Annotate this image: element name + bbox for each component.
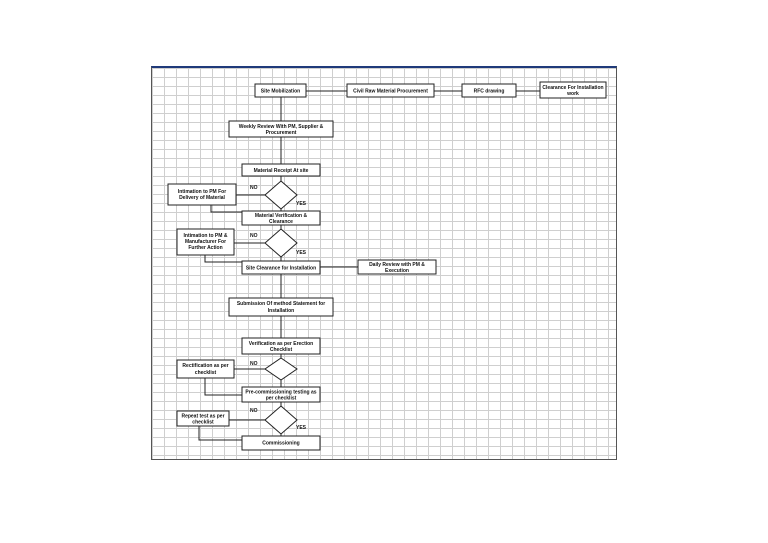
- node-method-statement: Submission Of method Statement for Insta…: [228, 297, 334, 317]
- label-yes-1: YES: [296, 201, 307, 207]
- svg-text:RFC drawing: RFC drawing: [474, 89, 505, 95]
- node-weekly-review: Weekly Review With PM, Supplier & Procur…: [228, 120, 334, 138]
- svg-text:Submission Of method Statement: Submission Of method Statement for: [237, 301, 325, 307]
- label-yes-2: YES: [296, 250, 307, 256]
- node-clearance-installation: Clearance For Installation work: [539, 81, 607, 99]
- svg-text:work: work: [566, 91, 579, 97]
- svg-text:Intimation to PM &: Intimation to PM &: [184, 233, 228, 239]
- node-site-mobilization: Site Mobilization: [254, 83, 307, 98]
- svg-text:checklist: checklist: [192, 420, 214, 426]
- node-commissioning: Commissioning: [241, 435, 321, 451]
- node-rectification: Rectification as per checklist: [176, 359, 235, 379]
- edge-rectify-back: [204, 378, 242, 396]
- svg-text:checklist: checklist: [195, 370, 217, 376]
- svg-text:Commissioning: Commissioning: [262, 441, 300, 447]
- svg-text:Civil Raw Material Procurement: Civil Raw Material Procurement: [353, 89, 428, 95]
- node-verification-erection: Verification as per Erection Checklist: [241, 337, 321, 355]
- svg-text:Clearance: Clearance: [269, 219, 293, 225]
- svg-text:Intimation to PM For: Intimation to PM For: [178, 189, 226, 195]
- node-material-receipt: Material Receipt At site: [241, 163, 321, 177]
- decision-diamond-4: [264, 405, 298, 435]
- node-intimation-pm-manufacturer: Intimation to PM & Manufacturer For Furt…: [176, 228, 235, 256]
- label-no-2: NO: [250, 233, 258, 239]
- svg-text:Delivery of Material: Delivery of Material: [179, 195, 225, 201]
- label-no-4: NO: [250, 408, 258, 414]
- node-rfc-drawing: RFC drawing: [461, 83, 517, 98]
- svg-text:Site Clearance for Installatio: Site Clearance for Installation: [246, 266, 316, 272]
- node-daily-review: Daily Review with PM & Execution: [357, 259, 437, 275]
- svg-text:Pre-commissioning testing as: Pre-commissioning testing as: [245, 390, 316, 396]
- node-civil-raw-material: Civil Raw Material Procurement: [346, 83, 435, 98]
- decision-diamond-3: [264, 357, 298, 381]
- edge-intimation2-back: [204, 255, 242, 263]
- svg-text:Material Verification &: Material Verification &: [255, 213, 308, 219]
- node-site-clearance: Site Clearance for Installation: [241, 260, 321, 275]
- svg-text:Installation: Installation: [268, 308, 294, 314]
- label-yes-4: YES: [296, 425, 307, 431]
- svg-text:Clearance For Installation: Clearance For Installation: [542, 85, 603, 91]
- svg-text:Manufacturer For: Manufacturer For: [185, 239, 226, 245]
- decision-diamond-1: [264, 180, 298, 210]
- node-material-verification: Material Verification & Clearance: [241, 210, 321, 226]
- svg-text:Repeat test as per: Repeat test as per: [181, 414, 224, 420]
- svg-text:Verification as per Erection: Verification as per Erection: [249, 341, 313, 347]
- edge-repeat-back: [198, 426, 242, 441]
- svg-text:Daily Review with PM &: Daily Review with PM &: [369, 262, 425, 268]
- node-intimation-pm-delivery: Intimation to PM For Delivery of Materia…: [167, 183, 237, 206]
- node-precommissioning: Pre-commissioning testing as per checkli…: [241, 386, 321, 403]
- svg-text:Rectification as per: Rectification as per: [182, 363, 228, 369]
- svg-text:Procurement: Procurement: [266, 130, 297, 136]
- svg-text:Execution: Execution: [385, 268, 409, 274]
- svg-text:Material Receipt At site: Material Receipt At site: [254, 168, 309, 174]
- svg-text:Weekly Review With PM, Supplie: Weekly Review With PM, Supplier &: [239, 124, 324, 130]
- svg-text:Further Action: Further Action: [188, 245, 222, 251]
- connectors: [198, 90, 540, 441]
- edge-intimation-back: [210, 205, 242, 213]
- node-repeat-test: Repeat test as per checklist: [176, 410, 230, 427]
- decision-diamond-2: [264, 228, 298, 258]
- svg-text:Checklist: Checklist: [270, 347, 293, 353]
- svg-text:Site Mobilization: Site Mobilization: [261, 89, 300, 95]
- label-no-1: NO: [250, 185, 258, 191]
- label-no-3: NO: [250, 361, 258, 367]
- svg-text:per checklist: per checklist: [266, 396, 297, 402]
